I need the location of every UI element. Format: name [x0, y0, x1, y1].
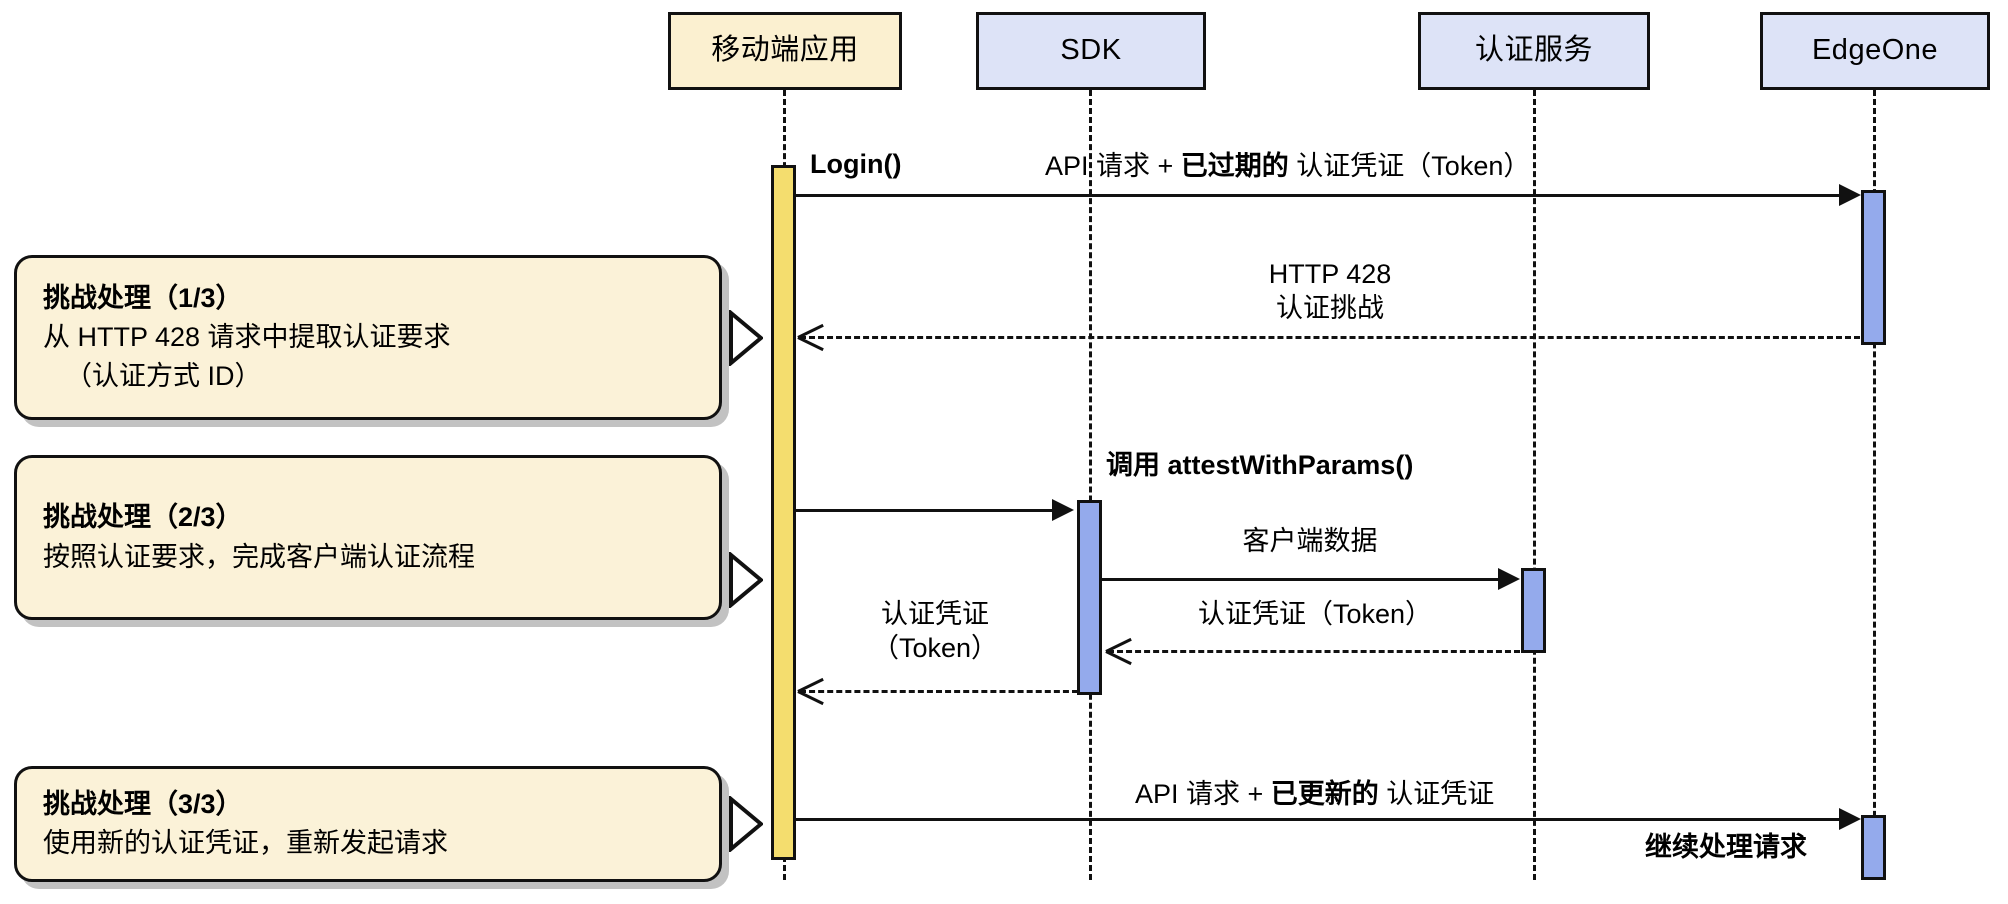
note-box-1[interactable]: 挑战处理（1/3） 从 HTTP 428 请求中提取认证要求 （认证方式 ID）: [14, 255, 722, 420]
message-label-m7-part2: 认证凭证: [1378, 779, 1495, 809]
note-box-3[interactable]: 挑战处理（3/3） 使用新的认证凭证，重新发起请求: [14, 766, 722, 882]
message-line-m6: [800, 690, 1078, 693]
note-1-title: 挑战处理（1/3）: [43, 282, 243, 313]
note-1-line-0: 从 HTTP 428 请求中提取认证要求: [43, 321, 451, 352]
participant-label-authsvc: 认证服务: [1474, 34, 1593, 67]
message-label-m1: API 请求 + 已过期的 认证凭证（Token）: [1045, 150, 1530, 184]
activation-bar-edgeone-2: [1861, 815, 1886, 880]
participant-box-edgeone[interactable]: EdgeOne: [1760, 12, 1990, 90]
message-label-m1-part0: API 请求 +: [1045, 151, 1181, 181]
activation-bar-sdk: [1077, 500, 1102, 695]
message-arrowhead-m2: [798, 324, 824, 350]
message-label-m1-part2: 认证凭证（Token）: [1288, 151, 1531, 181]
participant-box-mobile[interactable]: 移动端应用: [668, 12, 902, 90]
message-label-m6-line0: 认证凭证: [881, 599, 989, 629]
note-3-pointer-triangle-icon: [729, 796, 763, 852]
message-label-m2-line0: HTTP 428: [1268, 259, 1392, 289]
note-box-2[interactable]: 挑战处理（2/3） 按照认证要求，完成客户端认证流程: [14, 455, 722, 620]
message-line-m1: [796, 194, 1839, 197]
message-label-m5: 认证凭证（Token）: [1197, 599, 1433, 629]
message-line-m2: [800, 336, 1860, 339]
message-label-m2: HTTP 428 认证挑战: [1150, 258, 1510, 326]
activation-bar-authsvc: [1521, 568, 1546, 653]
message-arrowhead-m7: [1839, 808, 1861, 830]
participant-label-edgeone: EdgeOne: [1811, 34, 1939, 67]
lifeline-edgeone: [1873, 90, 1876, 880]
message-arrowhead-m1: [1839, 184, 1861, 206]
message-arrowhead-m6: [798, 678, 824, 704]
lifeline-sdk: [1089, 90, 1092, 880]
note-3-line-0: 使用新的认证凭证，重新发起请求: [43, 828, 448, 858]
participant-label-sdk: SDK: [1060, 34, 1122, 67]
message-arrowhead-m5: [1106, 638, 1132, 664]
message-label-m4: 客户端数据: [1242, 526, 1378, 556]
note-1-pointer-triangle-icon: [729, 310, 763, 366]
note-2-line-0: 按照认证要求，完成客户端认证流程: [43, 541, 475, 572]
lifeline-authsvc: [1533, 90, 1536, 880]
activation-bar-mobile: [771, 165, 796, 860]
participant-box-authsvc[interactable]: 认证服务: [1418, 12, 1650, 90]
message-label-m6-line1: （Token）: [871, 632, 999, 663]
note-2-title: 挑战处理（2/3）: [43, 502, 243, 533]
message-label-m7-part0: API 请求 +: [1135, 779, 1271, 809]
participant-label-mobile: 移动端应用: [711, 34, 859, 67]
participant-box-sdk[interactable]: SDK: [976, 12, 1206, 90]
note-2-pointer-triangle-icon: [729, 552, 763, 608]
message-label-m1-part1: 已过期的: [1180, 151, 1289, 181]
message-arrowhead-m3: [1052, 499, 1074, 521]
message-line-m7: [796, 818, 1839, 821]
message-arrowhead-m4: [1498, 568, 1520, 590]
message-caption-m3: 调用 attestWithParams(): [1106, 450, 1414, 480]
message-line-m4: [1102, 578, 1498, 581]
message-label-m7: API 请求 + 已更新的 认证凭证: [1135, 778, 1494, 812]
note-3-title: 挑战处理（3/3）: [43, 788, 243, 819]
activation-bar-edgeone-1: [1861, 190, 1886, 345]
message-caption-m1: Login(): [810, 149, 902, 179]
message-line-m5: [1108, 650, 1520, 653]
message-line-m3: [796, 509, 1052, 512]
message-label-m7-part1: 已更新的: [1270, 779, 1379, 809]
message-label-m2-line1: 认证挑战: [1276, 292, 1384, 323]
message-label-m6: 认证凭证 （Token）: [820, 598, 1050, 666]
message-caption-m8: 继续处理请求: [1645, 832, 1807, 862]
note-1-line-1: （认证方式 ID）: [65, 361, 262, 392]
